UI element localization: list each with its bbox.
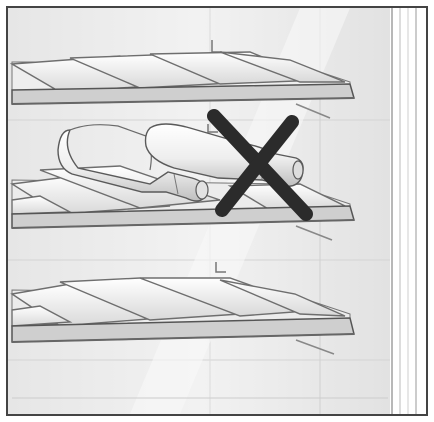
- right-side-wall: [390, 8, 426, 414]
